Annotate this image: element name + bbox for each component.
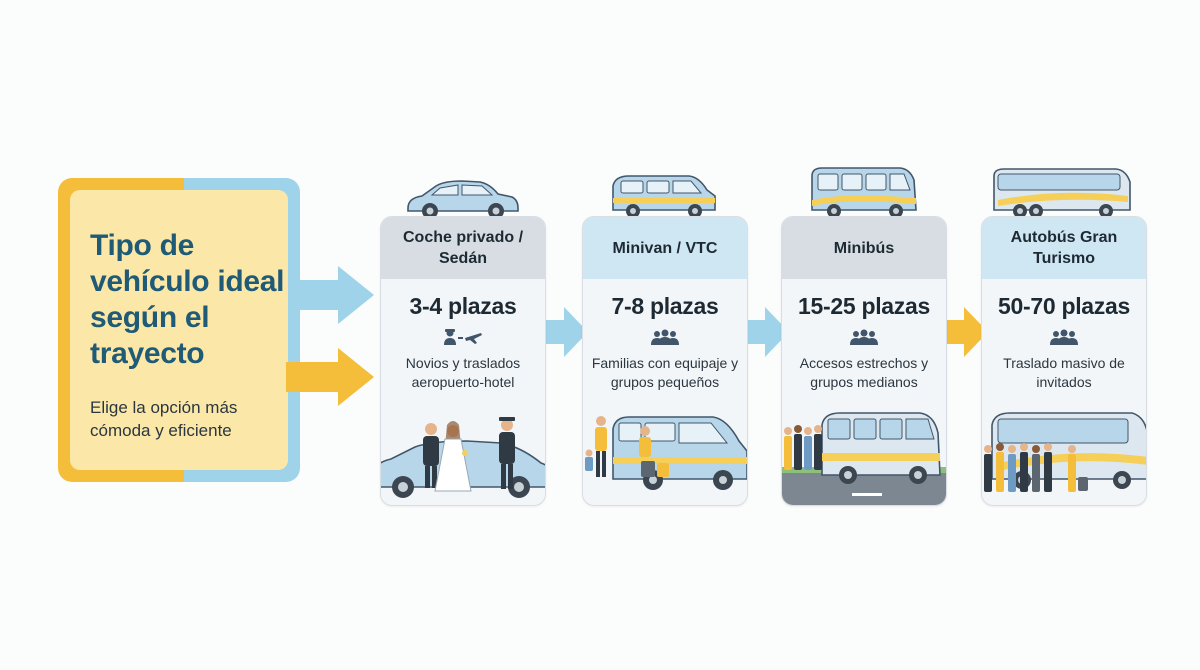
card-header: Minibús [782,217,946,279]
card-seats: 15-25 plazas [798,293,930,319]
card-seats: 7-8 plazas [611,293,719,319]
card-description: Traslado masivo de invitados [1003,355,1125,390]
chauffeur-plane-icon [381,328,545,346]
card-description: Novios y traslados aeropuerto-hotel [405,355,521,390]
card-header: Minivan / VTC [583,217,747,279]
card-description: Accesos estrechos y grupos medianos [799,355,929,390]
arrow-yellow-icon [944,307,988,357]
card-description: Familias con equipaje y grupos pequeños [591,355,739,390]
card-seats: 50-70 plazas [998,293,1130,319]
guests-coach-illustration [984,412,1146,492]
vehicle-card-minibus: Minibús 15-25 plazas Accesos estrechos y… [781,216,947,506]
vehicle-card-sedan: Coche privado / Sedán 3-4 plazas Novios … [380,216,546,506]
vehicle-card-minivan: Minivan / VTC 7-8 plazas Familias con eq… [582,216,748,506]
card-seats: 3-4 plazas [409,293,517,319]
vehicle-card-coach: Autobús Gran Turismo 50-70 plazas Trasla… [981,216,1147,506]
group-icon [782,328,946,346]
group-icon [982,328,1146,346]
wedding-car-illustration [381,417,545,498]
card-header: Coche privado / Sedán [381,217,545,279]
minibus-top-icon [811,167,917,218]
arrow-yellow-icon [286,348,374,406]
card-header: Autobús Gran Turismo [982,217,1146,279]
arrow-blue-icon [544,307,588,357]
page-title: Tipo de vehículo ideal según el trayecto [90,229,285,370]
arrow-blue-icon [296,266,374,324]
title-panel: Tipo de vehículo ideal según el trayecto… [58,178,300,482]
minivan-top-icon [612,175,716,218]
title-panel-inner: Tipo de vehículo ideal según el trayecto… [70,190,288,470]
page-subtitle: Elige la opción más cómoda y eficiente [90,398,238,440]
coach-bus-top-icon [993,168,1131,218]
group-icon [583,328,747,346]
sedan-top-icon [407,180,519,219]
family-minivan-illustration [585,416,747,490]
group-minibus-illustration [782,412,946,505]
arrow-blue-icon [745,307,789,357]
